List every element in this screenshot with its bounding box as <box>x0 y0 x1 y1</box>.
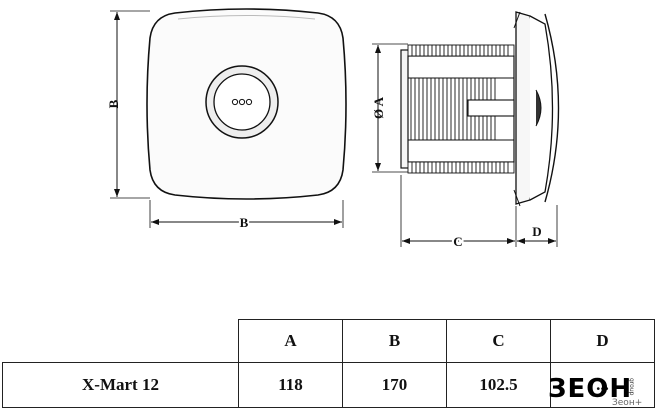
watermark-vertical-text: group <box>628 378 635 396</box>
side-view: Ø A C D <box>371 11 560 251</box>
height-label: B <box>106 99 121 108</box>
value-c: 102.5 <box>446 362 551 408</box>
technical-drawing: B B Ø A <box>106 8 560 251</box>
model-name: X-Mart 12 <box>2 362 239 408</box>
diameter-label: Ø A <box>371 96 386 119</box>
column-header-c: C <box>446 319 551 363</box>
table-row: X-Mart 12 118 170 102.5 ... <box>2 362 655 408</box>
indicator-dot <box>245 98 253 106</box>
watermark-logo: ЗЕОН group Зеон+ <box>548 372 656 416</box>
value-d: ... <box>550 362 655 408</box>
width-label: B <box>240 215 249 230</box>
depth-label: C <box>453 234 462 249</box>
column-header-d: D <box>550 319 655 363</box>
watermark-sub-text: Зеон+ <box>612 398 643 408</box>
indicator-dot <box>231 98 239 106</box>
motor-shaft <box>467 99 515 117</box>
spec-table: A B C D X-Mart 12 118 170 102.5 ... <box>2 319 655 408</box>
indicator-dot <box>238 98 246 106</box>
column-header-b: B <box>342 319 447 363</box>
table-header-row: A B C D <box>3 319 655 363</box>
value-b: 170 <box>342 362 447 408</box>
column-header-a: A <box>238 319 343 363</box>
watermark-main-text: ЗЕОН <box>548 374 633 404</box>
value-a: 118 <box>238 362 343 408</box>
front-view: B B <box>106 8 347 232</box>
cover-label: D <box>532 224 541 239</box>
front-knob <box>213 73 271 131</box>
